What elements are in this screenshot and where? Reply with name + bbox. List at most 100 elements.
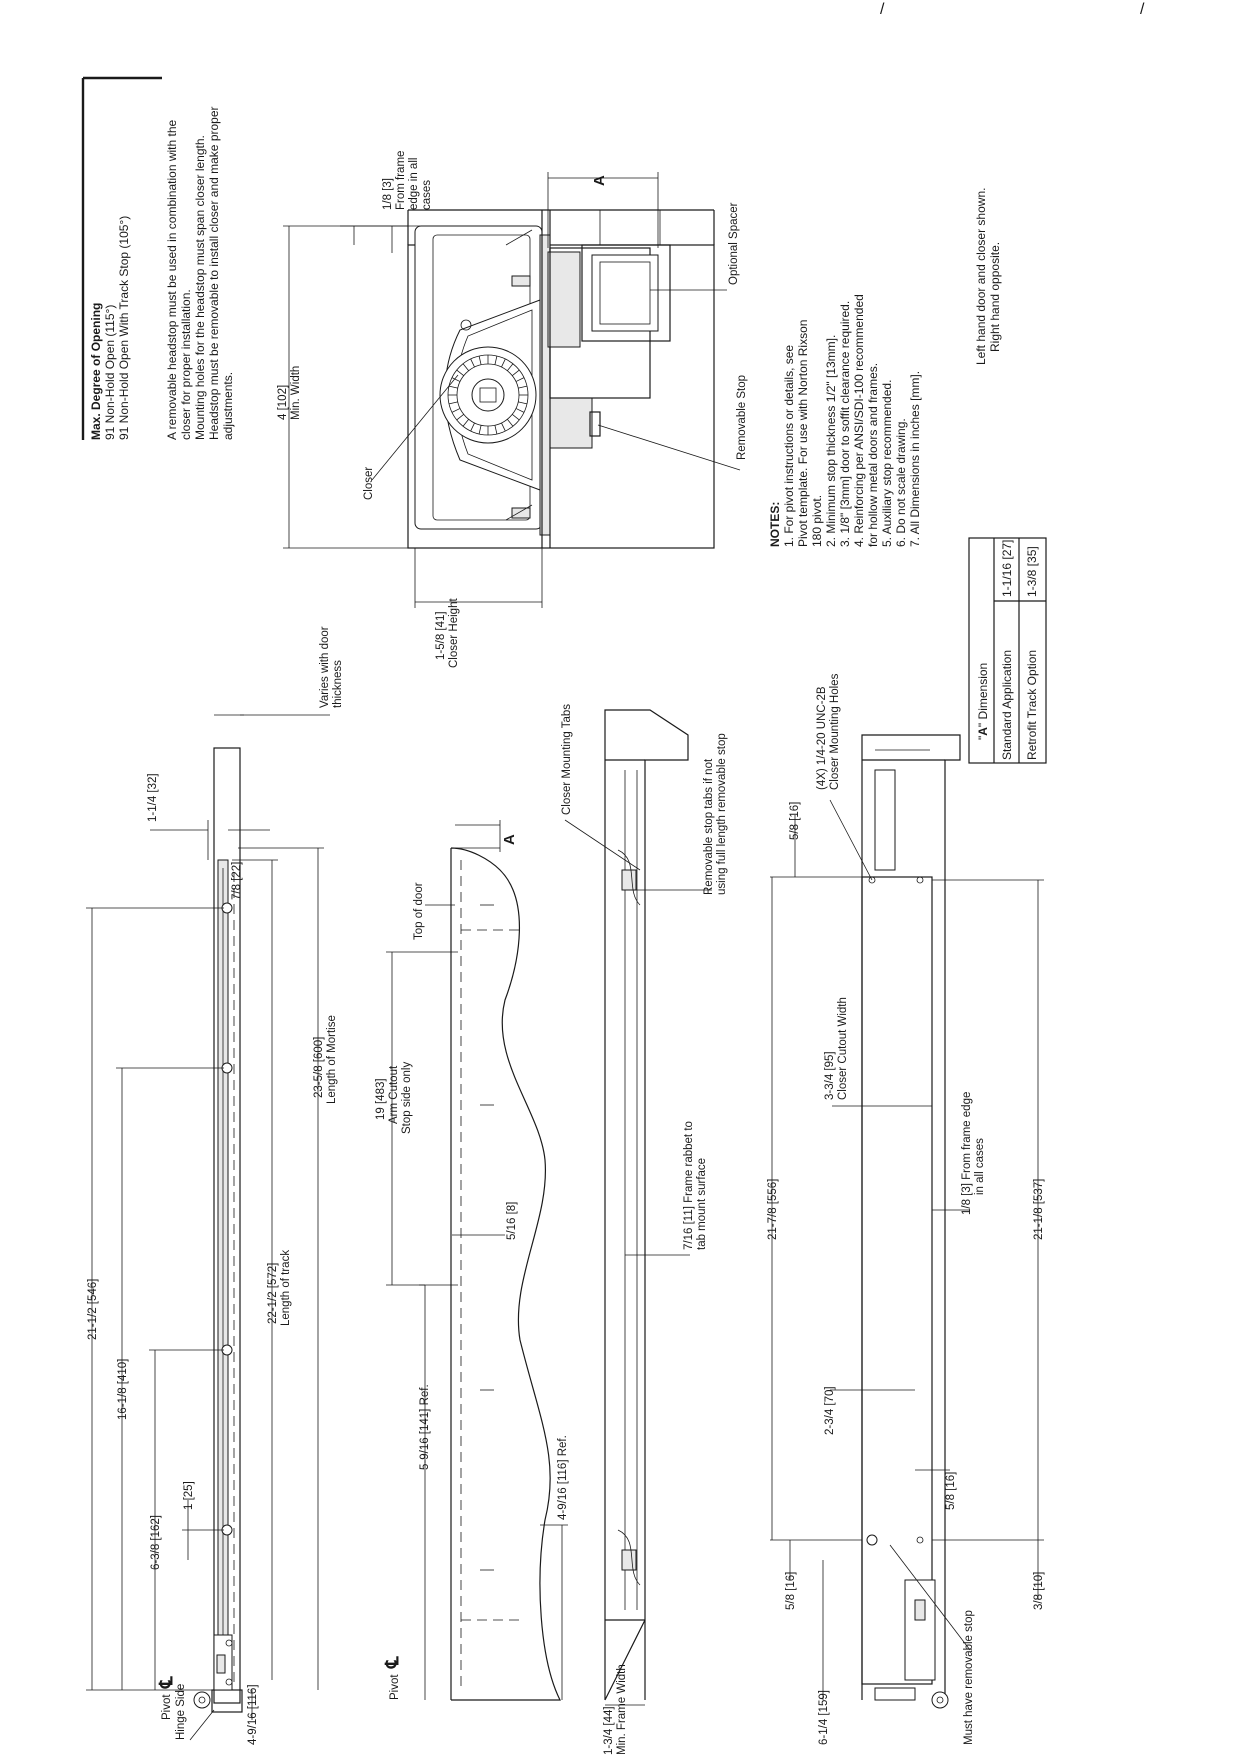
min-frame-label: Min. Frame Width xyxy=(616,1664,628,1755)
gear-tooth xyxy=(470,422,475,432)
gear-tooth xyxy=(448,385,458,389)
cutout-dim: 3-3/4 [95] xyxy=(824,1051,836,1100)
section-min-width-label: Min. Width xyxy=(290,366,302,420)
dim-5-8-left: 5/8 [16] xyxy=(785,1572,797,1610)
headstop-note-line: Headstop must be removable to install cl… xyxy=(207,106,221,440)
door-elevation-view xyxy=(450,847,561,1701)
max-opening-line1: 91 Non-Hold Open (115°) xyxy=(103,305,117,440)
track-dim: 22-1/2 [572] xyxy=(267,1263,279,1324)
section-dims: 1/8 [3] From frame edge in all cases 4 [… xyxy=(277,151,748,668)
gear-tooth xyxy=(518,385,528,389)
max-opening-block: Max. Degree of Opening 91 Non-Hold Open … xyxy=(81,76,162,440)
door-plan-dims: 21-1/2 [546] 16-1/8 [410] 6-3/8 [162] 1 … xyxy=(86,626,344,1745)
gear-tooth xyxy=(507,418,514,427)
hinge-side-label: Hinge Side xyxy=(175,1684,187,1740)
removable-stop-label: Removable Stop xyxy=(736,375,748,460)
dim-21-7-8: 21-7/8 [556] xyxy=(767,1179,779,1240)
closer-height-dim: 1-5/8 [41] xyxy=(435,611,447,660)
a-table-row-value: 1-3/8 [35] xyxy=(1025,546,1039,597)
section-min-width-dim: 4 [102] xyxy=(277,385,289,420)
section-view xyxy=(407,209,715,549)
top-of-door-label: Top of door xyxy=(413,882,425,940)
gear-tooth xyxy=(448,401,458,405)
note-line: 5. Auxiliary stop recommended. xyxy=(880,380,894,547)
dim-21-1-2: 21-1/2 [546] xyxy=(87,1279,99,1340)
section-from-edge-label: cases xyxy=(421,180,433,210)
door-plan-view xyxy=(193,747,243,1713)
dim-4-9-16-ref: 4-9/16 [116] Ref. xyxy=(557,1435,569,1520)
headstop-note-line: closer for proper installation. xyxy=(179,289,193,440)
dim-5-8-mid: 5/8 [16] xyxy=(945,1472,957,1510)
elev-centerline-icon: ℄ xyxy=(382,1656,402,1669)
note-line: 2. Minimum stop thickness 1/2" [13mm]. xyxy=(824,335,838,547)
track-label: Length of track xyxy=(280,1250,292,1326)
gear-tooth xyxy=(478,355,482,365)
notes-title: NOTES: xyxy=(768,502,782,547)
note-line: 180 pivot. xyxy=(810,495,824,547)
note-line: 3. 1/8" [3mm] door to soffit clearance r… xyxy=(838,301,852,547)
closer-mounting-tabs-label: Closer Mounting Tabs xyxy=(561,704,573,815)
hand-note-line: Left hand door and closer shown. xyxy=(974,188,988,365)
holes-line2: Closer Mounting Holes xyxy=(829,673,841,790)
centerline-icon: ℄ xyxy=(156,1676,176,1689)
gear-tooth xyxy=(451,377,461,382)
section-from-edge-label: edge in all xyxy=(408,158,420,210)
top-mark: / xyxy=(880,1,885,18)
elev-pivot-label: Pivot xyxy=(389,1674,401,1700)
headstop-note-line: Mounting holes for the headstop must spa… xyxy=(193,135,207,440)
gear-tooth xyxy=(507,363,514,372)
dim-3-8: 3/8 [10] xyxy=(1033,1572,1045,1610)
frame-elevation-dims: Closer Mounting Tabs Removable stop tabs… xyxy=(561,704,728,1755)
door-elevation-dims: Pivot ℄ Top of door 19 [483] Arm Cutout … xyxy=(375,820,569,1700)
dim-7-8: 7/8 [22] xyxy=(231,862,243,900)
frame-plan-dims: 21-7/8 [556] 5/8 [16] (4X) 1/4-20 UNC-2B… xyxy=(767,673,1045,1745)
gear-tooth xyxy=(501,358,506,368)
frame-elevation-view xyxy=(604,709,689,1701)
holes-line1: (4X) 1/4-20 UNC-2B xyxy=(816,686,828,790)
note-line: 1. For pivot instructions or details, se… xyxy=(782,345,796,547)
elev-a-label: A xyxy=(501,834,518,845)
must-have-stop-label: Must have removable stop xyxy=(963,1610,975,1745)
max-opening-line2: 91 Non-Hold Open With Track Stop (105°) xyxy=(117,216,131,440)
gear-tooth xyxy=(451,408,461,413)
from-edge-line1: 1/8 [3] From frame edge xyxy=(961,1092,973,1215)
note-line: 6. Do not scale drawing. xyxy=(894,418,908,547)
gear-tooth xyxy=(494,355,498,365)
section-from-edge-label: From frame xyxy=(395,151,407,210)
note-line: 7. All Dimensions in inches [mm]. xyxy=(908,371,922,547)
a-dimension-table: "A" Dimension Standard Application 1-1/1… xyxy=(968,537,1047,764)
max-opening-title: Max. Degree of Opening xyxy=(89,303,103,440)
frame-plan-view xyxy=(861,734,961,1709)
cutout-label: Closer Cutout Width xyxy=(837,997,849,1100)
pivot-label: Pivot xyxy=(161,1694,173,1720)
gear-tooth xyxy=(456,369,465,376)
closer-label: Closer xyxy=(363,467,375,500)
top-mark-right: / xyxy=(1140,1,1145,18)
dim-5-16: 5/16 [8] xyxy=(506,1202,518,1240)
min-frame-dim: 1-3/4 [44] xyxy=(603,1706,615,1755)
note-line: for hollow metal doors and frames. xyxy=(866,363,880,547)
dim-4-9-16: 4-9/16 [116] xyxy=(247,1684,259,1745)
mortise-dim: 23-5/8 [600] xyxy=(313,1037,325,1098)
note-line: 4. Reinforcing per ANSI/SDI-100 recommen… xyxy=(852,294,866,547)
gear-tooth xyxy=(494,425,498,435)
from-edge-line2: in all cases xyxy=(974,1138,986,1195)
gear-tooth xyxy=(456,414,465,421)
note-line: Pivot template. For use with Norton Rixs… xyxy=(796,320,810,547)
gear-tooth xyxy=(515,377,525,382)
gear-tooth xyxy=(515,408,525,413)
gear-tooth xyxy=(470,358,475,368)
a-table-row-value: 1-1/16 [27] xyxy=(1000,540,1014,597)
headstop-note-line: adjustments. xyxy=(221,372,235,440)
a-table-row-label: Retrofit Track Option xyxy=(1025,650,1039,760)
dim-2-3-4: 2-3/4 [70] xyxy=(824,1386,836,1435)
gear-tooth xyxy=(462,363,469,372)
gear-tooth xyxy=(462,418,469,427)
notes-block: NOTES: 1. For pivot instructions or deta… xyxy=(768,188,1002,547)
dim-6-3-8: 6-3/8 [162] xyxy=(150,1515,162,1570)
a-table-row-label: Standard Application xyxy=(1000,650,1014,760)
dim-1-1-4: 1-1/4 [32] xyxy=(147,773,159,822)
gear-tooth xyxy=(518,401,528,405)
rabbet-line1: 7/16 [11] Frame rabbet to xyxy=(683,1121,695,1250)
